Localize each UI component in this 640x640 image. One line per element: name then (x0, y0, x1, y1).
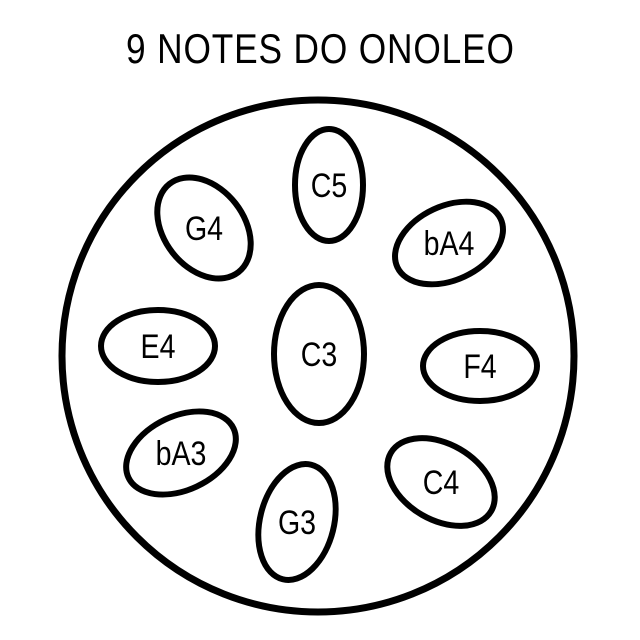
note-ellipse-e4 (98, 307, 218, 385)
note-label-f4: F4 (463, 348, 496, 386)
note-ellipse-c5 (292, 126, 366, 244)
note-field-e4: E4 (98, 307, 218, 385)
note-field-g4: G4 (154, 174, 254, 282)
note-label-ba3: bA3 (156, 435, 207, 473)
drum-outline (58, 96, 578, 616)
note-field-c3: C3 (271, 282, 367, 426)
note-label-c3: C3 (301, 336, 337, 374)
note-ellipse-ba4 (392, 198, 506, 288)
diagram-title-text: 9 NOTES DO ONOLEO (125, 25, 515, 72)
note-ellipse-ba3 (123, 408, 239, 498)
note-label-c4: C4 (423, 464, 459, 502)
note-field-g3: G3 (255, 461, 339, 583)
note-label-c5: C5 (311, 167, 347, 205)
note-field-ba3: bA3 (123, 408, 239, 498)
note-ellipse-f4 (420, 328, 540, 404)
note-label-e4: E4 (141, 328, 176, 366)
note-ellipse-g3 (255, 461, 339, 583)
note-ellipse-c3 (271, 282, 367, 426)
note-field-c5: C5 (292, 126, 366, 244)
note-field-ba4: bA4 (392, 198, 506, 288)
note-field-c4: C4 (384, 435, 498, 529)
note-field-f4: F4 (420, 328, 540, 404)
note-ellipse-c4 (384, 435, 498, 529)
diagram-title: 9 NOTES DO ONOLEO (0, 24, 640, 74)
note-label-g4: G4 (185, 210, 223, 248)
note-label-ba4: bA4 (424, 225, 475, 263)
note-label-g3: G3 (278, 504, 316, 542)
note-ellipse-g4 (154, 174, 254, 282)
